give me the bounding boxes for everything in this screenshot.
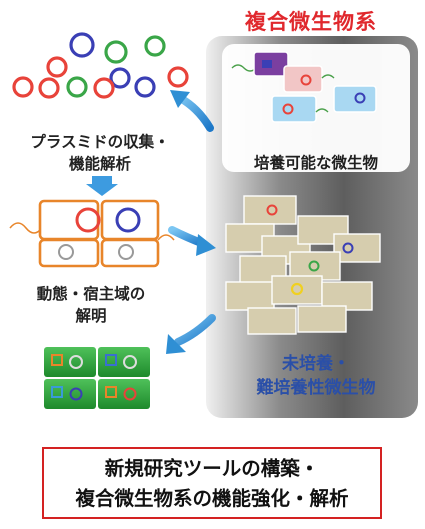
- arrow-to-host-analysis: [174, 314, 216, 346]
- plasmid-analysis-cells: [9, 199, 175, 268]
- culturable-caption: 培養可能な微生物: [253, 154, 378, 172]
- plasmid-caption-line2: 機能解析: [68, 155, 131, 173]
- host-caption-line1: 動態・宿主域の: [36, 285, 146, 303]
- plasmid-caption: プラスミドの収集・ 機能解析: [6, 131, 194, 175]
- unculturable-caption-line2: 難培養性微生物: [256, 378, 376, 398]
- culturable-cells: [231, 51, 377, 123]
- goal-line2: 複合微生物系の機能強化・解析: [75, 487, 349, 510]
- unculturable-caption-line1: 未培養・: [282, 354, 350, 374]
- host-caption-line2: 解明: [75, 307, 107, 325]
- arrow-to-plasmids: [176, 94, 214, 132]
- plasmid-cluster: [12, 32, 189, 99]
- goal-line1: 新規研究ツールの構築・: [104, 457, 320, 480]
- unculturable-caption: 未培養・ 難培養性微生物: [224, 352, 408, 400]
- diagram-title: 複合微生物系: [245, 10, 377, 34]
- unculturable-cells: [225, 195, 381, 335]
- plasmid-caption-line1: プラスミドの収集・: [30, 133, 170, 151]
- host-analysis-cells: [44, 347, 150, 409]
- host-caption: 動態・宿主域の 解明: [6, 283, 176, 327]
- goal-box: 新規研究ツールの構築・ 複合微生物系の機能強化・解析: [42, 447, 382, 519]
- down-arrow: [86, 176, 118, 196]
